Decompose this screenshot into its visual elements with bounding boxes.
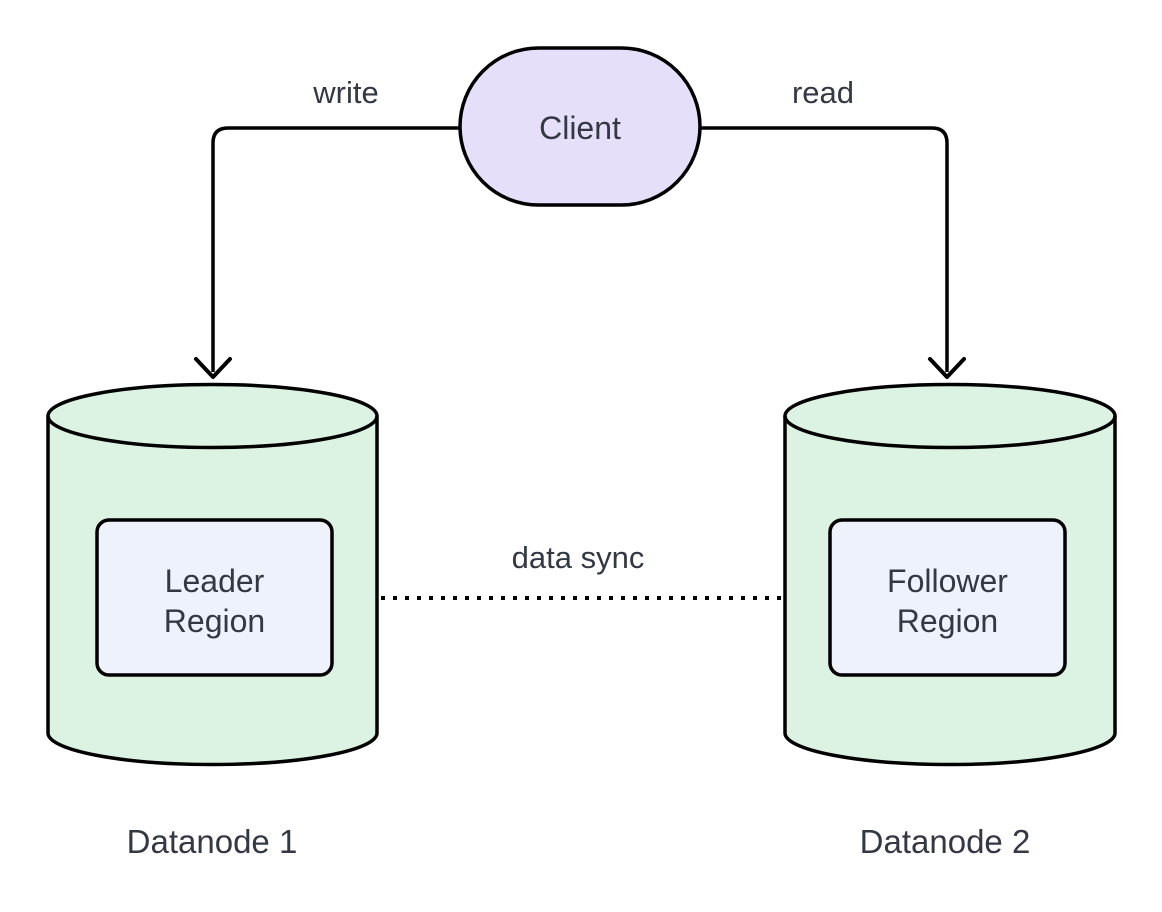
node-client: Client — [458, 46, 702, 207]
node-datanode2: Follower Region Datanode 2 — [783, 382, 1117, 860]
edge-label-write: write — [312, 75, 378, 110]
client-label: Client — [539, 110, 621, 146]
edge-client-read: read — [700, 75, 966, 379]
arrowhead-down-icon — [928, 357, 966, 379]
edge-write-path — [211, 126, 460, 372]
client-stadium-shape — [458, 46, 702, 207]
leader-region-box — [95, 518, 334, 677]
edge-label-data-sync: data sync — [512, 540, 645, 575]
edge-client-write: write — [194, 75, 460, 379]
edge-read-path — [700, 126, 949, 372]
datanode1-caption: Datanode 1 — [127, 823, 298, 860]
edge-data-sync: data sync — [345, 540, 824, 615]
follower-region-label-line2: Region — [897, 603, 998, 639]
follower-region-box — [828, 518, 1067, 677]
arrowhead-down-icon — [194, 357, 232, 379]
follower-region-label-line1: Follower — [887, 563, 1008, 599]
leader-region-label-line1: Leader — [165, 563, 265, 599]
edge-label-read: read — [792, 75, 854, 110]
datanode2-caption: Datanode 2 — [860, 823, 1031, 860]
cylinder-rim — [46, 415, 379, 450]
node-datanode1: Leader Region Datanode 1 — [46, 382, 379, 860]
leader-region-label-line2: Region — [164, 603, 265, 639]
cylinder-rim — [783, 415, 1117, 450]
